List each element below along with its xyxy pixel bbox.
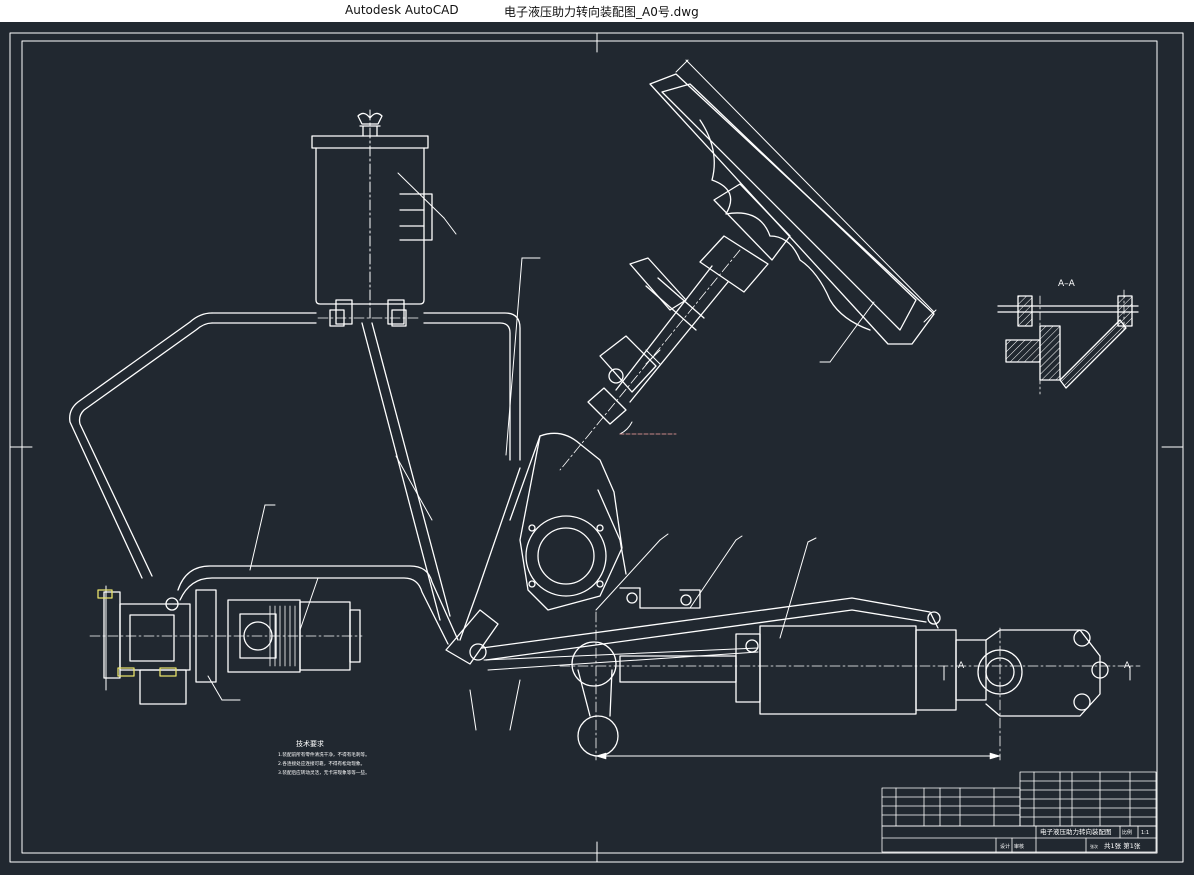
sheet-value: 共1张 第1张 <box>1104 841 1141 850</box>
section-mark-left: A <box>958 661 965 671</box>
cad-drawing[interactable]: A–A A A 技术要求 1.装配前所有零件清洗干净，不得有毛刺等。 2.各连接… <box>0 22 1194 871</box>
notes-line-3: 3.装配后应转动灵活，无卡滞现象等等一些。 <box>278 769 370 776</box>
notes-heading: 技术要求 <box>296 739 324 748</box>
upper-hose <box>69 257 541 621</box>
section-label: A–A <box>1058 279 1076 289</box>
designer-label: 设计 <box>1000 843 1010 850</box>
pressure-hose <box>177 455 459 645</box>
scale-value: 1:1 <box>1141 830 1149 836</box>
steering-column <box>559 235 769 471</box>
checker-label: 审核 <box>1014 843 1024 850</box>
steering-wheel <box>649 59 937 363</box>
oil-reservoir <box>311 109 457 325</box>
inner-frame <box>21 40 1158 854</box>
section-mark-right: A <box>1124 661 1131 671</box>
notes-line-2: 2.各连接处应连接可靠，不得有松动现象。 <box>278 760 365 767</box>
pump-motor-assembly <box>89 577 363 705</box>
section-a-a-detail <box>997 289 1139 395</box>
drawing-title: 电子液压助力转向装配图 <box>1040 827 1112 836</box>
window-title-bar: Autodesk AutoCAD 电子液压助力转向装配图_A0号.dwg <box>0 0 1194 22</box>
scale-label: 比例 <box>1122 829 1132 836</box>
app-name: Autodesk AutoCAD <box>345 3 459 17</box>
sheet-label: 张次 <box>1090 843 1098 849</box>
drawing-canvas[interactable]: A–A A A 技术要求 1.装配前所有零件清洗干净，不得有毛刺等。 2.各连接… <box>0 22 1194 871</box>
notes-line-1: 1.装配前所有零件清洗干净，不得有毛刺等。 <box>278 751 370 758</box>
document-title: 电子液压助力转向装配图_A0号.dwg <box>504 5 699 19</box>
outer-frame <box>9 32 1184 863</box>
tie-rods <box>469 533 941 731</box>
steering-gear <box>445 432 701 665</box>
power-cylinder <box>559 611 1141 761</box>
title-block <box>881 771 1157 853</box>
center-marks <box>9 32 1184 863</box>
